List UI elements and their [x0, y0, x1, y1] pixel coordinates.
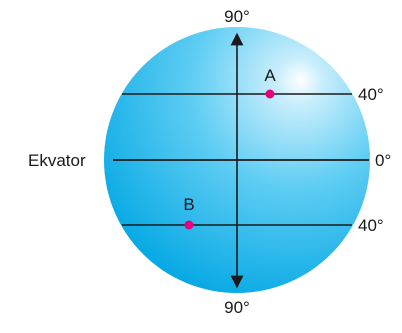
equator-degree-label: 0°: [375, 151, 391, 170]
latitude-label-40-north: 40°: [358, 85, 384, 104]
bottom-pole-label: 90°: [224, 298, 250, 317]
point-a-label: A: [264, 66, 276, 85]
point-b-marker: [184, 220, 194, 230]
point-b-label: B: [183, 195, 194, 214]
equator-label: Ekvator: [28, 151, 86, 170]
point-a-marker: [265, 89, 275, 99]
top-pole-label: 90°: [224, 7, 250, 26]
latitude-label-40-south: 40°: [358, 216, 384, 235]
